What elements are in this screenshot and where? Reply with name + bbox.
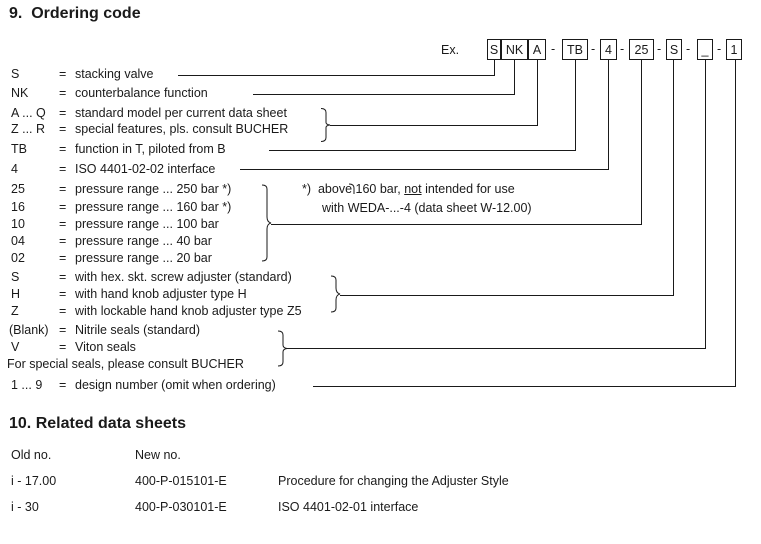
column-header-old: Old no. xyxy=(11,448,52,462)
code-box-seals: _ xyxy=(697,39,713,60)
row-equals: = xyxy=(59,287,67,301)
row-equals: = xyxy=(59,182,67,196)
section-number: 9. xyxy=(9,5,23,22)
separator: - xyxy=(620,42,625,56)
section-title: Ordering code xyxy=(31,5,141,22)
row-code: 25 xyxy=(11,182,25,196)
code-box-adjuster: S xyxy=(666,39,682,60)
code-box-nk: NK xyxy=(501,39,528,60)
footnote-text: intended for use xyxy=(425,182,515,196)
row-equals: = xyxy=(59,378,67,392)
row-code: V xyxy=(11,340,20,354)
row-code: NK xyxy=(11,86,29,100)
section-10-heading: 10. Related data sheets xyxy=(9,415,186,433)
row-description: ISO 4401-02-02 interface xyxy=(75,162,216,176)
code-box-a: A xyxy=(528,39,546,60)
row-equals: = xyxy=(59,106,67,120)
row-equals: = xyxy=(59,200,67,214)
sheet-description: ISO 4401-02-01 interface xyxy=(278,500,419,514)
row-equals: = xyxy=(59,340,67,354)
row-description: counterbalance function xyxy=(75,86,208,100)
footnote-marker: *) xyxy=(302,182,312,196)
row-code: Z ... R xyxy=(11,122,46,136)
row-equals: = xyxy=(59,122,67,136)
row-equals: = xyxy=(59,162,67,176)
separator: - xyxy=(686,42,691,56)
footnote-emphasis: not xyxy=(404,182,422,196)
sheet-description: Procedure for changing the Adjuster Styl… xyxy=(278,474,509,488)
row-code: S xyxy=(11,270,20,284)
row-code: 16 xyxy=(11,200,25,214)
special-seals-note: For special seals, please consult BUCHER xyxy=(7,357,244,371)
row-code: 04 xyxy=(11,234,25,248)
row-description: pressure range ... 250 bar *) xyxy=(75,182,232,196)
row-code: (Blank) xyxy=(9,323,49,337)
row-description: pressure range ... 40 bar xyxy=(75,234,212,248)
row-equals: = xyxy=(59,234,67,248)
code-box-design: 1 xyxy=(726,39,742,60)
column-header-new: New no. xyxy=(135,448,181,462)
row-description: design number (omit when ordering) xyxy=(75,378,276,392)
old-number: i - 17.00 xyxy=(11,474,57,488)
row-code: H xyxy=(11,287,21,301)
footnote-text: above 160 bar, xyxy=(317,182,401,196)
row-equals: = xyxy=(59,142,67,156)
code-box-tb: TB xyxy=(562,39,588,60)
row-equals: = xyxy=(59,217,67,231)
code-box-s: S xyxy=(487,39,501,60)
row-code: 4 xyxy=(11,162,18,176)
row-description: function in T, piloted from B xyxy=(75,142,226,156)
separator: - xyxy=(551,42,556,56)
new-number: 400-P-015101-E xyxy=(135,474,227,488)
row-code: TB xyxy=(11,142,27,156)
row-description: Nitrile seals (standard) xyxy=(75,323,201,337)
old-number: i - 30 xyxy=(11,500,39,514)
row-code: S xyxy=(11,67,20,81)
row-equals: = xyxy=(59,67,67,81)
row-description: with hand knob adjuster type H xyxy=(75,287,247,301)
row-code: 10 xyxy=(11,217,25,231)
separator: - xyxy=(591,42,596,56)
row-description: special features, pls. consult BUCHER xyxy=(75,122,289,136)
row-description: pressure range ... 160 bar *) xyxy=(75,200,232,214)
row-description: Viton seals xyxy=(75,340,136,354)
row-description: pressure range ... 100 bar xyxy=(75,217,219,231)
row-description: standard model per current data sheet xyxy=(75,106,287,120)
separator: - xyxy=(717,42,722,56)
row-equals: = xyxy=(59,86,67,100)
row-description: with hex. skt. screw adjuster (standard) xyxy=(75,270,292,284)
row-code: Z xyxy=(11,304,19,318)
example-label: Ex. xyxy=(441,43,460,57)
section-number: 10. xyxy=(9,415,32,432)
code-box-25: 25 xyxy=(629,39,654,60)
row-code: 02 xyxy=(11,251,25,265)
row-code: A ... Q xyxy=(11,106,46,120)
separator: - xyxy=(657,42,662,56)
row-equals: = xyxy=(59,251,67,265)
footnote: *) above 160 bar, not intended for use xyxy=(302,182,515,196)
new-number: 400-P-030101-E xyxy=(135,500,227,514)
section-title: Related data sheets xyxy=(35,415,186,432)
row-equals: = xyxy=(59,304,67,318)
row-description: with lockable hand knob adjuster type Z5 xyxy=(75,304,302,318)
row-description: stacking valve xyxy=(75,67,154,81)
row-code: 1 ... 9 xyxy=(11,378,43,392)
code-box-4: 4 xyxy=(600,39,617,60)
row-equals: = xyxy=(59,270,67,284)
section-9-heading: 9. Ordering code xyxy=(9,5,141,23)
footnote-line-2: with WEDA-...-4 (data sheet W-12.00) xyxy=(322,201,532,215)
row-equals: = xyxy=(59,323,67,337)
row-description: pressure range ... 20 bar xyxy=(75,251,212,265)
